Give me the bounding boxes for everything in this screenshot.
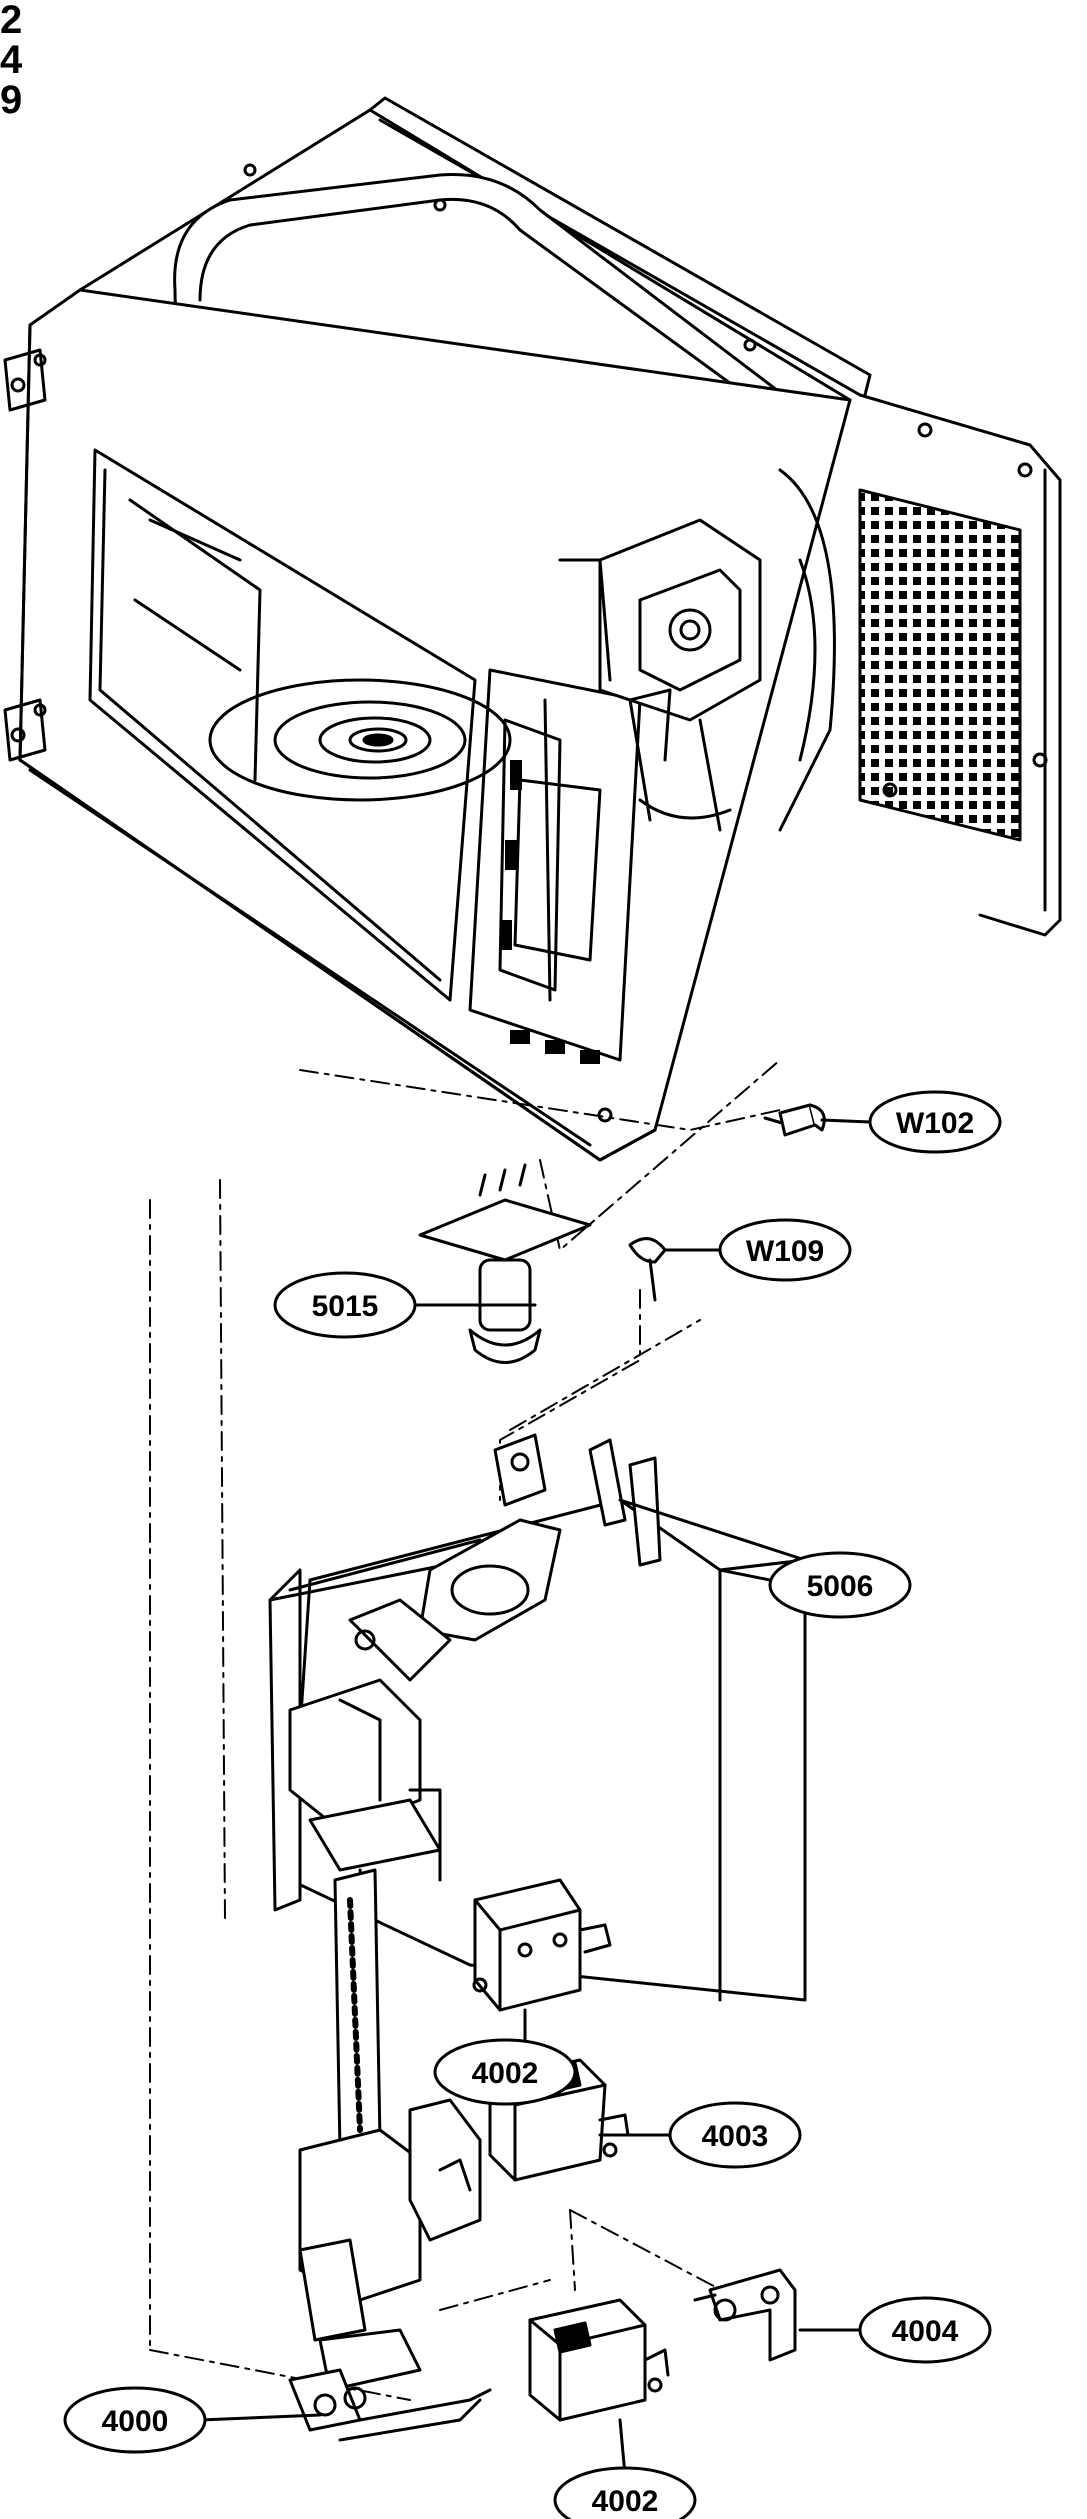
corner-digit-2: 4 xyxy=(0,38,23,82)
callout-4004-label: 4004 xyxy=(892,2315,959,2348)
callout-4003: 4003 xyxy=(668,2101,802,2169)
lower-hinge xyxy=(3,698,47,762)
callout-w102-label: W102 xyxy=(896,1107,974,1140)
callout-4002-lower-label: 4002 xyxy=(592,2485,659,2518)
callout-leaders xyxy=(198,1118,872,2477)
callout-5015: 5015 xyxy=(273,1271,417,1339)
magnetron xyxy=(558,518,762,832)
bracket-4004 xyxy=(693,2268,797,2362)
screw-w109 xyxy=(628,1237,667,1302)
vent-panel xyxy=(858,488,1022,842)
callout-w109-label: W109 xyxy=(746,1235,824,1268)
callout-w109: W109 xyxy=(718,1218,852,1282)
screw-w102 xyxy=(763,1103,826,1137)
callout-4002-lower: 4002 xyxy=(553,2466,697,2519)
callout-w102: W102 xyxy=(868,1090,1002,1154)
callout-4002-upper: 4002 xyxy=(433,2038,577,2106)
callout-4004: 4004 xyxy=(858,2296,992,2364)
callout-4003-label: 4003 xyxy=(702,2120,769,2153)
callout-5006-label: 5006 xyxy=(807,1570,874,1603)
alignment-lines xyxy=(149,1059,781,2401)
oven-cavity xyxy=(3,96,1062,1162)
callout-5015-label: 5015 xyxy=(312,1290,379,1323)
switch-4002-upper xyxy=(472,1878,612,2012)
callout-4000-label: 4000 xyxy=(102,2405,169,2438)
upper-hinge xyxy=(3,348,47,412)
corner-digit-1: 2 xyxy=(0,0,23,42)
latch-lever xyxy=(288,1868,492,2442)
callout-4002-upper-label: 4002 xyxy=(472,2057,539,2090)
latch-housing xyxy=(268,1433,807,2002)
oven-lamp xyxy=(418,1163,592,1364)
switch-4002-lower xyxy=(528,2298,670,2422)
callout-5006: 5006 xyxy=(768,1551,912,1619)
corner-digit-3: 9 xyxy=(0,78,23,122)
callout-4000: 4000 xyxy=(63,2386,207,2454)
turntable xyxy=(208,678,512,802)
